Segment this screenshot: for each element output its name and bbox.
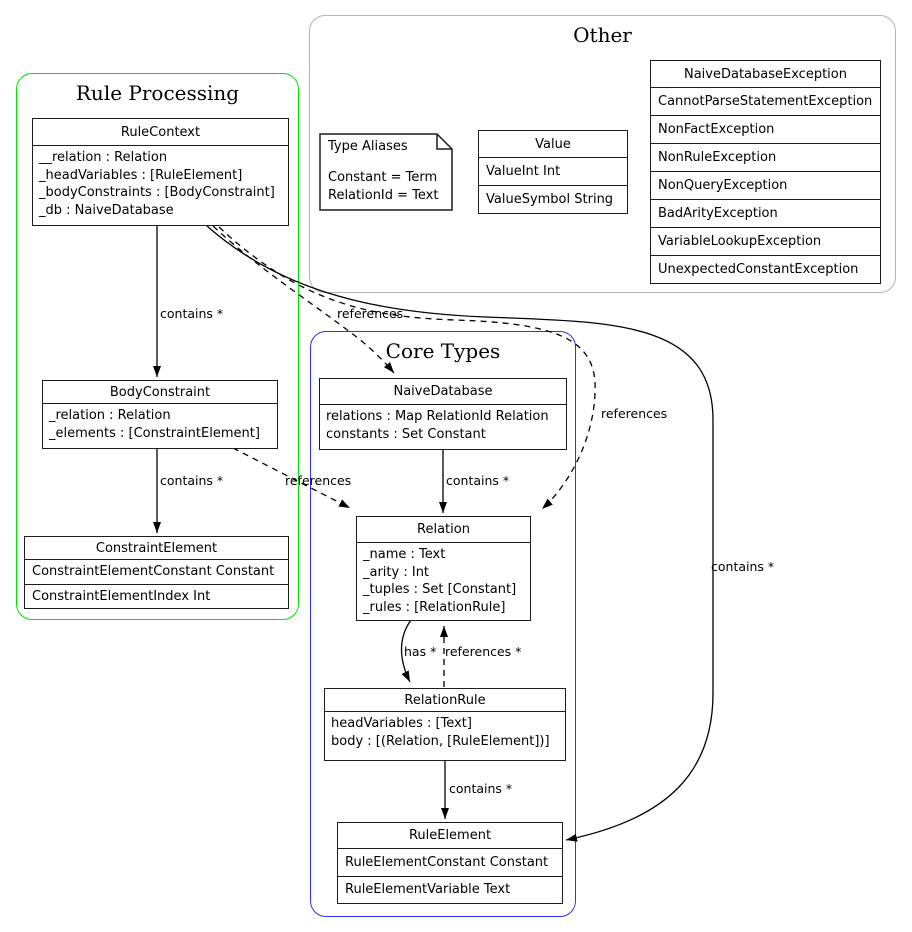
class-relationrule-attrs: headVariables : [Text] body : [(Relation,… <box>325 712 565 760</box>
attr: _relation : Relation <box>49 408 171 423</box>
exception-row: BadArityException <box>651 199 880 227</box>
class-relation: Relation _name : Text _arity : Int _tuples… <box>356 516 531 621</box>
group-title-rule-processing: Rule Processing <box>75 81 240 105</box>
edge-label-contains: contains * <box>160 473 224 488</box>
class-naivedatabaseexception-title: NaiveDatabaseException <box>683 66 847 82</box>
edge-label-contains: contains * <box>446 473 510 488</box>
attr: _elements : [ConstraintElement] <box>49 425 260 441</box>
note-shape <box>319 133 453 211</box>
class-bodyconstraint: BodyConstraint _relation : Relation _elem… <box>42 380 278 449</box>
attr: _name : Text <box>363 547 446 562</box>
class-naivedatabaseexception: NaiveDatabaseException CannotParseStatem… <box>650 60 881 284</box>
class-naivedatabase: NaiveDatabase relations : Map RelationId… <box>319 378 567 450</box>
class-constraintelement-row: ConstraintElementIndex Int <box>25 583 288 609</box>
attr: body : [(Relation, [RuleElement])] <box>331 733 550 749</box>
edge-label-references: references * <box>445 644 522 659</box>
attr: _arity : Int <box>363 564 430 580</box>
note-line: Constant = Term <box>328 170 438 185</box>
class-value-row: ValueSymbol String <box>479 185 627 213</box>
class-bodyconstraint-title: BodyConstraint <box>43 381 277 404</box>
attr: _rules : [RelationRule] <box>363 599 506 615</box>
class-rulecontext-title: RuleContext <box>33 119 288 146</box>
class-ruleelement-row: RuleElementConstant Constant <box>338 848 562 876</box>
class-relationrule-title: RelationRule <box>325 689 565 712</box>
edge-label-contains: contains * <box>160 306 224 321</box>
attr: _headVariables : [RuleElement] <box>39 167 243 183</box>
class-value-title: Value <box>535 136 571 152</box>
exception-row: NonQueryException <box>651 171 880 199</box>
class-relation-title: Relation <box>357 517 530 543</box>
exception-row: NonFactException <box>651 115 880 143</box>
attr: __relation : Relation <box>39 150 168 165</box>
note-title: Type Aliases <box>328 139 408 154</box>
class-constraintelement-row: ConstraintElementConstant Constant <box>25 559 288 584</box>
attr: relations : Map RelationId Relation <box>326 409 549 424</box>
class-naivedatabase-attrs: relations : Map RelationId Relation const… <box>320 405 566 449</box>
exception-row: VariableLookupException <box>651 227 880 255</box>
edge-label-contains: contains * <box>449 781 513 796</box>
class-ruleelement: RuleElement RuleElementConstant Constant… <box>337 822 563 904</box>
attr: headVariables : [Text] <box>331 716 472 731</box>
class-naivedatabase-title: NaiveDatabase <box>320 379 566 405</box>
class-ruleelement-row: RuleElementVariable Text <box>338 875 562 904</box>
edge-label-references: references <box>285 473 352 488</box>
edge-label-has: has * <box>404 644 437 659</box>
class-value: Value ValueInt Int ValueSymbol String <box>478 130 628 214</box>
class-constraintelement-title: ConstraintElement <box>95 540 218 556</box>
class-rulecontext-attrs: __relation : Relation _headVariables : [R… <box>33 146 288 225</box>
class-rulecontext: RuleContext __relation : Relation _headVa… <box>32 118 289 226</box>
class-constraintelement: ConstraintElement ConstraintElementConst… <box>24 536 289 609</box>
exception-row: UnexpectedConstantException <box>651 255 880 283</box>
exception-row: NonRuleException <box>651 143 880 171</box>
note-line: RelationId = Text <box>328 188 439 203</box>
class-relationrule: RelationRule headVariables : [Text] body … <box>324 688 566 761</box>
edge-label-references: references <box>601 406 668 421</box>
class-relation-attrs: _name : Text _arity : Int _tuples : Set [C… <box>357 543 530 620</box>
class-value-row: ValueInt Int <box>479 157 627 185</box>
group-title-other: Other <box>573 23 632 47</box>
class-ruleelement-title: RuleElement <box>408 828 492 843</box>
edge-label-references: references <box>337 306 404 321</box>
class-bodyconstraint-attrs: _relation : Relation _elements : [Constra… <box>43 404 277 448</box>
attr: _bodyConstraints : [BodyConstraint] <box>39 185 275 201</box>
attr: _db : NaiveDatabase <box>39 202 174 218</box>
note-type-aliases: Type Aliases Constant = Term RelationId … <box>319 133 453 211</box>
edge-label-contains: contains * <box>711 559 775 574</box>
attr: _tuples : Set [Constant] <box>363 582 517 598</box>
group-title-core-types: Core Types <box>385 339 501 363</box>
attr: constants : Set Constant <box>326 426 486 442</box>
exception-row: CannotParseStatementException <box>651 87 880 115</box>
